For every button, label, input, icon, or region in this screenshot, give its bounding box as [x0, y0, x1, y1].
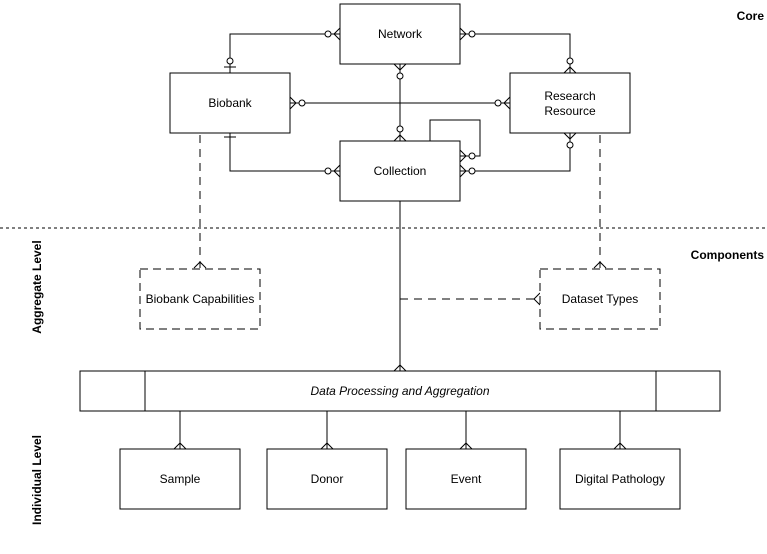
event-entity[interactable]: Event — [405, 448, 527, 510]
edge-processing-event — [459, 411, 473, 450]
section-aggregate-level-label: Aggregate Level — [30, 240, 44, 333]
edge-processing-donor — [320, 411, 334, 450]
network-label: Network — [378, 27, 423, 41]
biobank-label: Biobank — [208, 96, 252, 110]
sample-label: Sample — [160, 472, 201, 486]
collection-label: Collection — [374, 164, 427, 178]
digital-pathology-entity[interactable]: Digital Pathology — [559, 448, 681, 510]
sample-entity[interactable]: Sample — [119, 448, 241, 510]
section-individual-level-label: Individual Level — [30, 435, 44, 525]
data-processing-entity[interactable]: Data Processing and Aggregation — [79, 370, 721, 412]
edge-network-research — [459, 27, 577, 74]
biobank-capabilities-label: Biobank Capabilities — [146, 292, 255, 306]
dataset-types-entity[interactable]: Dataset Types — [539, 268, 661, 330]
collection-entity[interactable]: Collection — [339, 140, 461, 202]
edge-research-collection — [459, 132, 577, 178]
biobank-entity[interactable]: Biobank — [169, 72, 291, 134]
digital-pathology-label: Digital Pathology — [575, 472, 665, 486]
edge-collection-processing — [393, 201, 407, 372]
event-label: Event — [451, 472, 482, 486]
network-entity[interactable]: Network — [339, 3, 461, 65]
edge-processing-pathology — [613, 411, 627, 450]
edge-processing-sample — [173, 411, 187, 450]
section-components-label: Components — [691, 248, 765, 262]
donor-entity[interactable]: Donor — [266, 448, 388, 510]
edge-biobank-research — [289, 96, 511, 110]
research-resource-entity[interactable]: Research Resource — [509, 72, 631, 134]
edge-network-biobank — [224, 27, 341, 73]
edge-research-datasettypes — [593, 135, 607, 269]
research-resource-label-line1: Research — [544, 89, 595, 103]
section-core-label: Core — [737, 9, 765, 23]
research-resource-label-line2: Resource — [544, 104, 596, 118]
edge-collection-datasettypes — [400, 292, 541, 306]
connectors — [173, 27, 627, 450]
biobank-capabilities-entity[interactable]: Biobank Capabilities — [139, 268, 261, 330]
edge-biobank-capabilities — [193, 135, 207, 269]
edge-collection-self — [429, 119, 481, 163]
edge-biobank-collection — [224, 133, 341, 178]
data-processing-label: Data Processing and Aggregation — [310, 384, 489, 398]
donor-label: Donor — [311, 472, 344, 486]
dataset-types-label: Dataset Types — [562, 292, 639, 306]
